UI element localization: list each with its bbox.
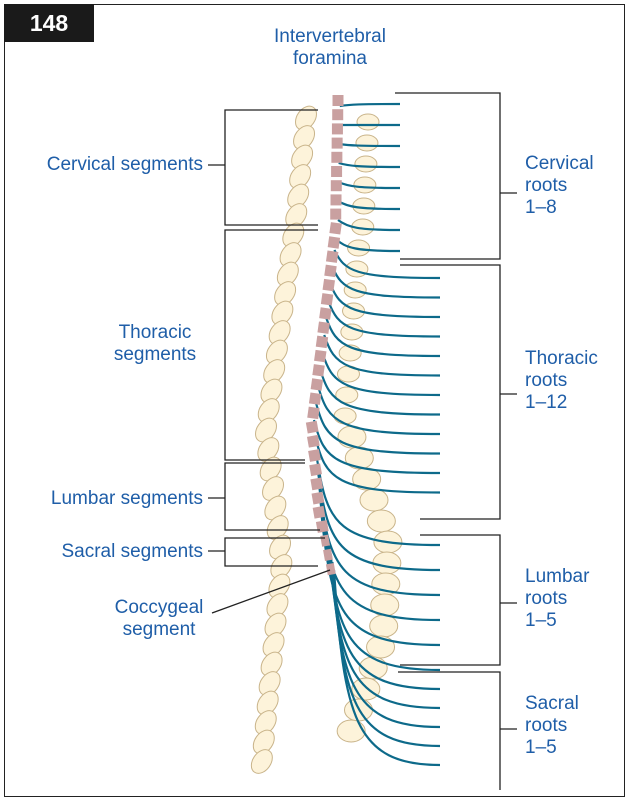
spinal-segment bbox=[307, 435, 320, 448]
spinal-segment bbox=[328, 236, 340, 248]
spinal-segment bbox=[332, 138, 343, 149]
spinal-segment bbox=[331, 166, 342, 177]
thoracic-roots-bracket bbox=[400, 265, 500, 519]
lumbar-segments-label: Lumbar segments bbox=[10, 488, 203, 510]
spinal-segment bbox=[307, 407, 319, 419]
intervertebral-foramina-label: Intervertebral foramina bbox=[255, 26, 405, 70]
spinal-segment bbox=[313, 506, 326, 519]
spinal-segment bbox=[326, 250, 338, 262]
spinal-segment bbox=[310, 478, 323, 491]
spinal-segment bbox=[319, 307, 331, 319]
thoracic-roots-label: Thoracic roots 1–12 bbox=[525, 348, 598, 414]
vertebral-body bbox=[337, 720, 365, 742]
vertebral-body bbox=[357, 114, 379, 130]
spinal-segment bbox=[333, 95, 344, 106]
vertebral-body bbox=[360, 489, 388, 511]
spinal-segment bbox=[316, 336, 328, 348]
spinal-segment bbox=[331, 194, 342, 205]
spinal-segment bbox=[314, 350, 326, 362]
sacral-segments-label: Sacral segments bbox=[10, 541, 203, 563]
nerve-root bbox=[314, 420, 440, 473]
vertebral-bodies bbox=[247, 102, 402, 777]
vertebral-body bbox=[341, 324, 363, 340]
vertebral-body bbox=[354, 177, 376, 193]
spinal-segment bbox=[306, 421, 319, 434]
spinal-segment bbox=[329, 222, 341, 234]
vertebral-body bbox=[334, 408, 356, 424]
coccygeal-segment-label: Coccygeal segment bbox=[100, 597, 218, 641]
spinal-segment bbox=[324, 265, 336, 277]
spinal-segment bbox=[312, 492, 325, 505]
spinal-segment bbox=[311, 378, 323, 390]
spinal-segment bbox=[326, 563, 336, 575]
vertebral-body bbox=[367, 510, 395, 532]
spinal-segment bbox=[316, 520, 329, 533]
spinal-segment bbox=[323, 279, 335, 291]
spinal-segment bbox=[317, 321, 329, 333]
spinal-segment bbox=[332, 109, 343, 120]
left-vertebra bbox=[247, 746, 277, 778]
vertebral-body bbox=[370, 615, 398, 637]
nerve-root bbox=[340, 104, 400, 106]
spinal-segment bbox=[308, 449, 321, 462]
spinal-segment bbox=[331, 152, 342, 163]
cervical-roots-bracket bbox=[395, 93, 500, 259]
sacral-roots-bracket bbox=[398, 672, 500, 790]
spinal-segment bbox=[309, 463, 322, 476]
vertebral-body bbox=[356, 135, 378, 151]
spinal-segment bbox=[309, 392, 321, 404]
spinal-segment bbox=[321, 293, 333, 305]
vertebral-body bbox=[355, 156, 377, 172]
vertebral-body bbox=[353, 198, 375, 214]
spinal-segment bbox=[312, 364, 324, 376]
spinal-segment bbox=[331, 180, 342, 191]
spinal-segment bbox=[332, 123, 343, 134]
sacral-roots-label: Sacral roots 1–5 bbox=[525, 693, 579, 759]
thoracic-segments-label: Thoracic segments bbox=[105, 322, 205, 366]
cervical-roots-label: Cervical roots 1–8 bbox=[525, 153, 594, 219]
lumbar-roots-label: Lumbar roots 1–5 bbox=[525, 566, 589, 632]
vertebral-body bbox=[373, 552, 401, 574]
spinal-segment bbox=[330, 209, 341, 220]
cervical-segments-label: Cervical segments bbox=[10, 154, 203, 176]
lumbar-roots-bracket bbox=[400, 535, 500, 665]
